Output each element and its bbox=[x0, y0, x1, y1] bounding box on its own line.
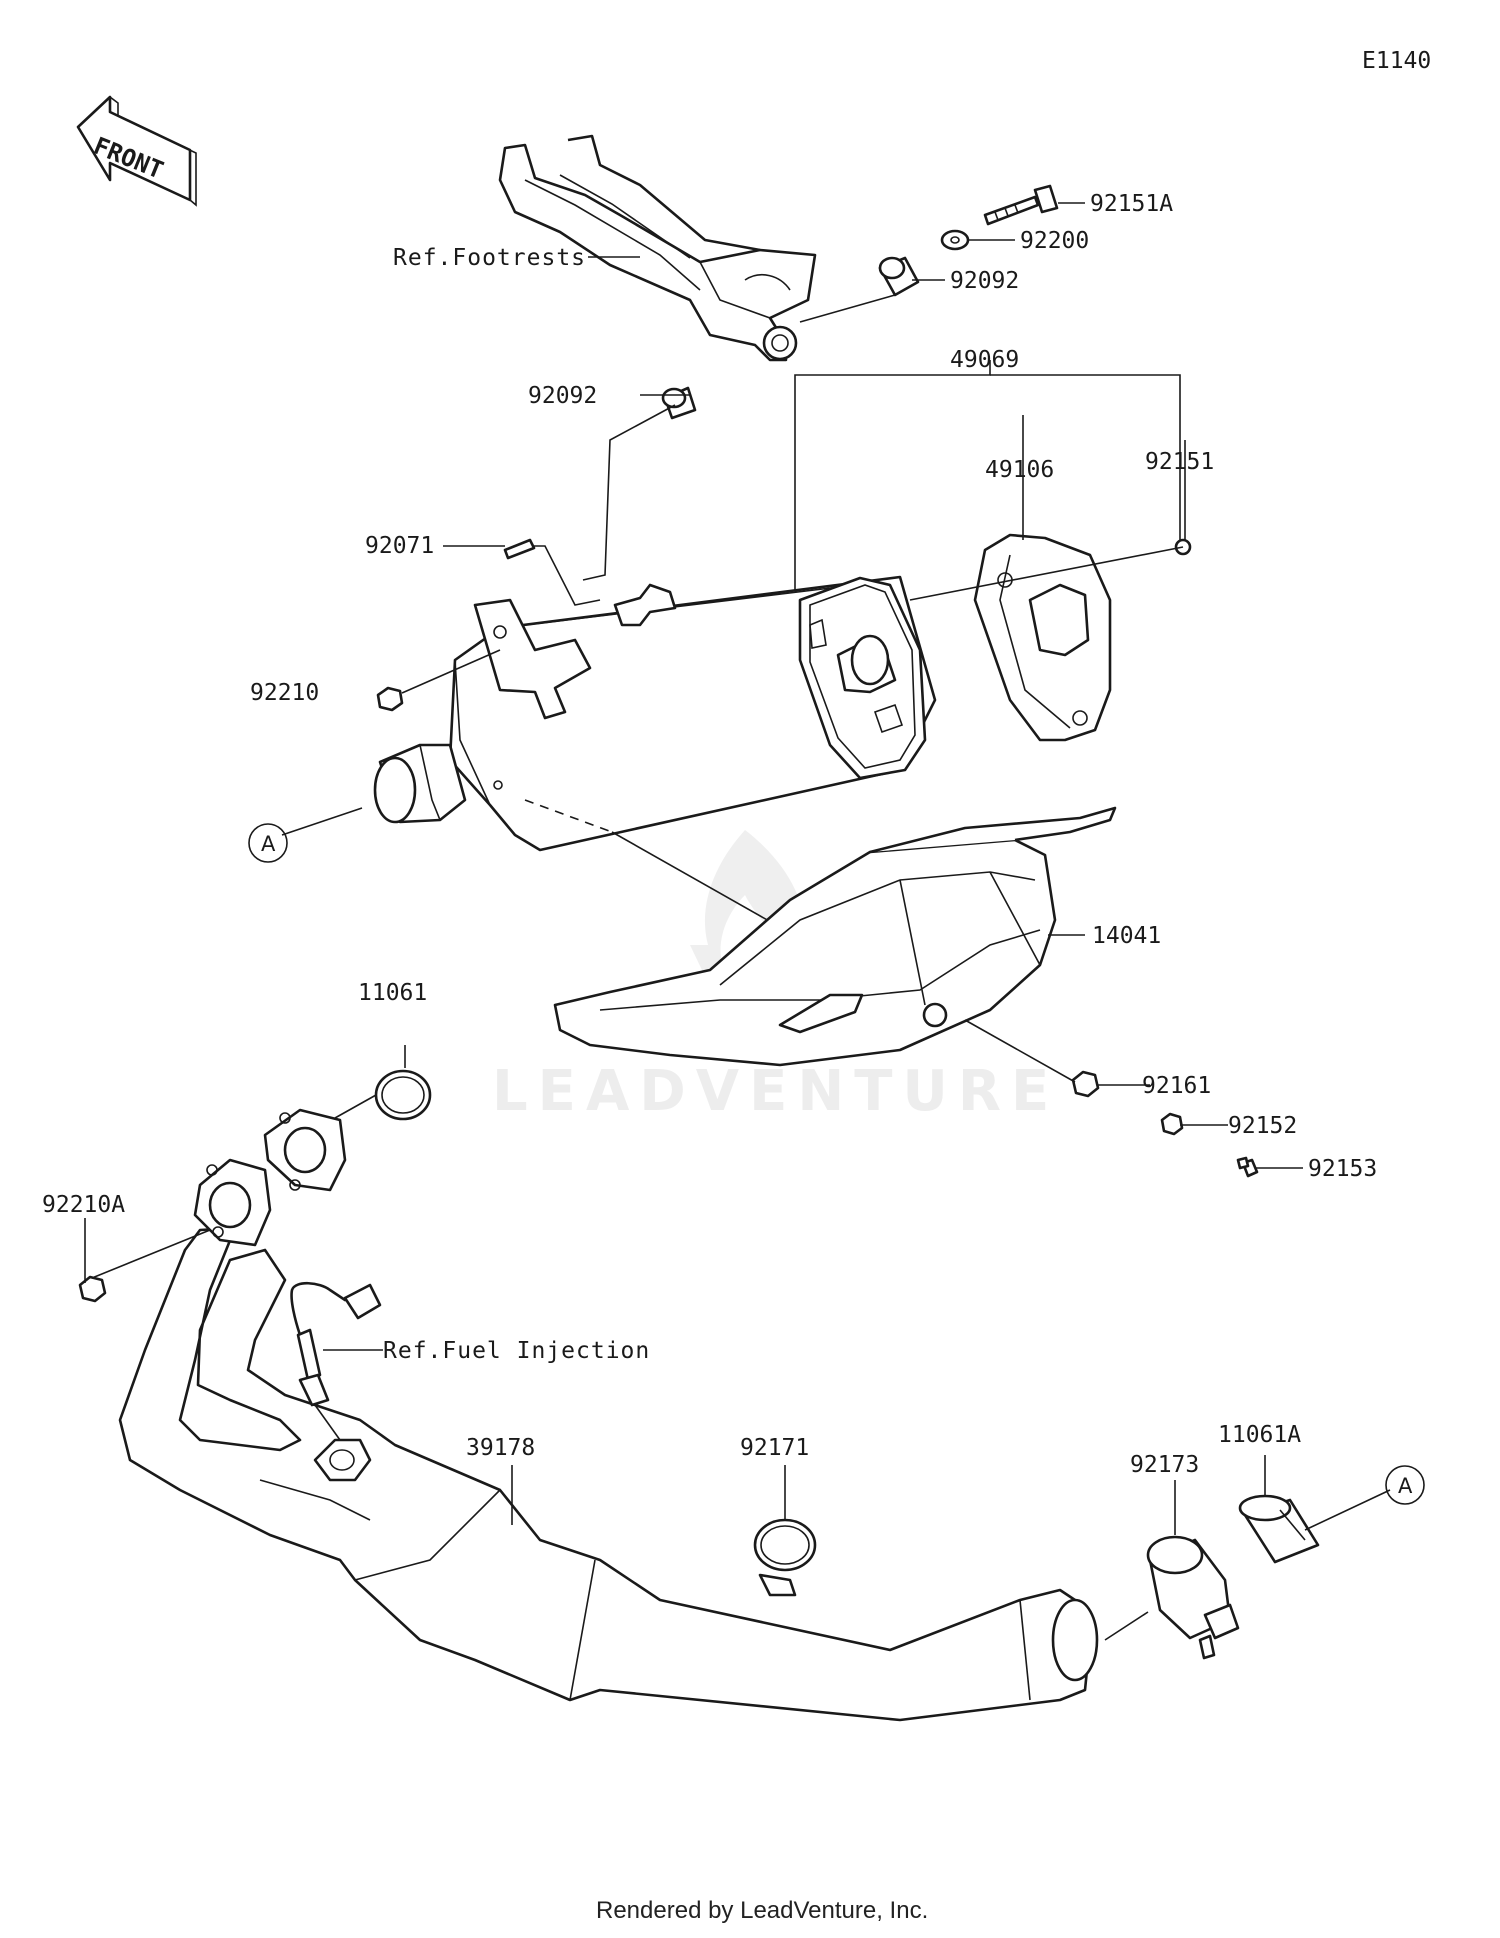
footer-credit: Rendered by LeadVenture, Inc. bbox=[596, 1897, 928, 1924]
damper-92092-right bbox=[878, 256, 920, 297]
connector-a-right-label: A bbox=[1398, 1474, 1413, 1498]
gasket-11061A bbox=[1238, 1494, 1320, 1564]
ref-footrests: Ref.Footrests bbox=[393, 245, 586, 271]
front-arrow-icon: FRONT bbox=[76, 95, 197, 207]
pin-92071 bbox=[503, 538, 536, 560]
cover-49106 bbox=[973, 533, 1112, 742]
muffler-49069 bbox=[373, 575, 937, 852]
gasket-11061 bbox=[374, 1069, 432, 1121]
callout-92152: 92152 bbox=[1228, 1113, 1297, 1139]
callout-92200: 92200 bbox=[1020, 228, 1089, 254]
footrest-bracket bbox=[498, 134, 817, 362]
callout-92210A: 92210A bbox=[42, 1192, 125, 1218]
nut-92161 bbox=[1071, 1070, 1100, 1098]
callout-92153: 92153 bbox=[1308, 1156, 1377, 1182]
callout-92071: 92071 bbox=[365, 533, 434, 559]
diagram-code: E1140 bbox=[1362, 48, 1431, 74]
o2-sensor bbox=[290, 1281, 382, 1407]
callout-11061A: 11061A bbox=[1218, 1422, 1301, 1448]
connector-a-left-label: A bbox=[261, 832, 276, 856]
washer-92200 bbox=[940, 229, 970, 251]
connector-a-left: A bbox=[248, 823, 288, 863]
callout-92092-left: 92092 bbox=[528, 383, 597, 409]
nut-92210A bbox=[78, 1275, 107, 1303]
callout-92151: 92151 bbox=[1145, 449, 1214, 475]
callout-49069: 49069 bbox=[950, 347, 1019, 373]
exhaust-pipe-39178 bbox=[118, 1108, 1099, 1722]
callout-11061: 11061 bbox=[358, 980, 427, 1006]
callout-92173: 92173 bbox=[1130, 1452, 1199, 1478]
nut-92152 bbox=[1160, 1112, 1184, 1136]
watermark-text: LEADVENTURE bbox=[492, 1059, 1059, 1124]
callout-labels: 92151A 92200 92092 92092 49069 49106 921… bbox=[42, 191, 1377, 1478]
heat-shield-14041 bbox=[553, 806, 1117, 1067]
callout-92161: 92161 bbox=[1142, 1073, 1211, 1099]
clamp-92171 bbox=[753, 1518, 817, 1597]
callout-92210: 92210 bbox=[250, 680, 319, 706]
callout-92092-right: 92092 bbox=[950, 268, 1019, 294]
bolt-92151A bbox=[983, 184, 1059, 226]
bolt-92153 bbox=[1236, 1156, 1259, 1178]
connector-a-right: A bbox=[1385, 1465, 1425, 1505]
nut-92210 bbox=[376, 686, 404, 712]
leader-lines bbox=[84, 202, 1391, 1641]
callout-92151A: 92151A bbox=[1090, 191, 1173, 217]
clamp-92173 bbox=[1146, 1535, 1240, 1660]
callout-39178: 39178 bbox=[466, 1435, 535, 1461]
callout-49106: 49106 bbox=[985, 457, 1054, 483]
ref-fuel-injection: Ref.Fuel Injection bbox=[383, 1338, 650, 1364]
callout-92171: 92171 bbox=[740, 1435, 809, 1461]
callout-14041: 14041 bbox=[1092, 923, 1161, 949]
damper-92092-left bbox=[661, 386, 697, 420]
